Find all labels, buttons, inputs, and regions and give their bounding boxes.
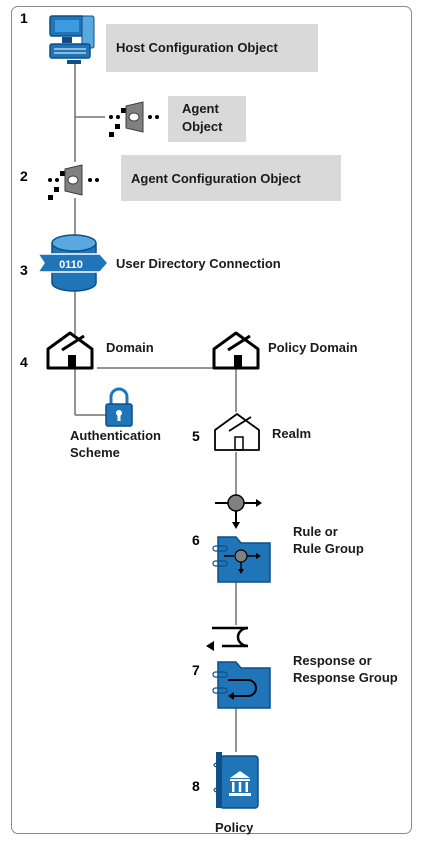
policy-domain-label: Policy Domain: [268, 340, 358, 355]
rule-label-line2: Rule Group: [293, 541, 364, 556]
agent-plug-icon: [109, 101, 159, 137]
policy-domain-house-icon: [212, 331, 260, 370]
step-number-1: 1: [20, 10, 28, 26]
domain-label: Domain: [106, 340, 154, 355]
agent-config-label: Agent Configuration Object: [131, 171, 301, 186]
computer-icon: [49, 15, 95, 64]
auth-scheme-label-line2: Scheme: [70, 445, 120, 460]
response-uturn-icon: [206, 626, 249, 651]
step-number-6: 6: [192, 532, 200, 548]
agent-object-label-line1: Agent: [182, 101, 219, 116]
domain-house-icon: [46, 331, 94, 370]
step-number-8: 8: [192, 778, 200, 794]
host-config-label-box: [106, 24, 318, 72]
response-folder-icon: [212, 661, 271, 709]
rule-label-line1: Rule or: [293, 524, 338, 539]
step-number-2: 2: [20, 168, 28, 184]
agent-config-label-box: [121, 155, 341, 201]
database-bits-text: 0110: [59, 259, 83, 271]
policy-book-icon: [213, 752, 259, 809]
response-label-line2: Response Group: [293, 670, 398, 685]
step-number-5: 5: [192, 428, 200, 444]
auth-scheme-label-line1: Authentication: [70, 428, 161, 443]
agent-object-label-box: [168, 96, 246, 142]
user-directory-label: User Directory Connection: [116, 256, 281, 271]
response-label-line1: Response or: [293, 653, 372, 668]
diagram-frame: [11, 6, 412, 834]
realm-label: Realm: [272, 426, 312, 441]
agent-config-plug-icon: [48, 164, 99, 200]
rule-node-icon: [215, 494, 262, 529]
database-icon: 0110: [36, 234, 110, 292]
step-number-3: 3: [20, 262, 28, 278]
host-config-label: Host Configuration Object: [116, 40, 278, 55]
rule-folder-icon: [212, 536, 271, 583]
lock-icon: [105, 387, 133, 427]
policy-label: Policy: [215, 820, 254, 835]
realm-house-icon: [214, 413, 260, 451]
agent-object-label-line2: Object: [182, 119, 223, 134]
connector-lines: [74, 62, 237, 752]
step-number-4: 4: [20, 354, 28, 370]
step-number-7: 7: [192, 662, 200, 678]
